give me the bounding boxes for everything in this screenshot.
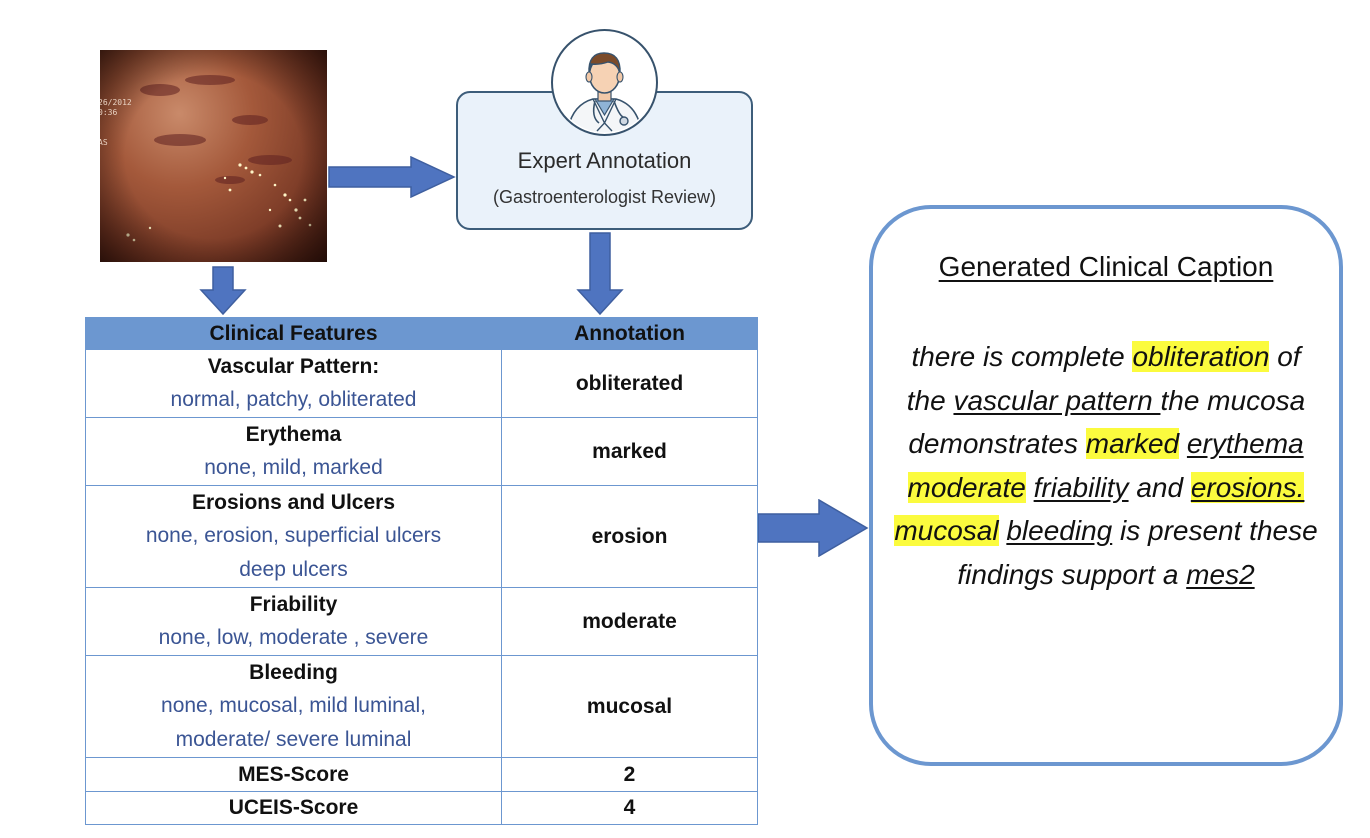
table-row: MES-Score 2 xyxy=(85,757,758,792)
endoscopy-image: 26/2012 0:36 AS xyxy=(100,50,327,262)
feature-name: Bleeding xyxy=(249,661,338,684)
annotation-value: marked xyxy=(501,417,758,486)
caption-segment-plain xyxy=(1026,472,1034,503)
caption-segment-underline: bleeding xyxy=(1006,515,1113,547)
feature-options: deep ulcers xyxy=(239,558,348,581)
score-name: UCEIS-Score xyxy=(85,791,502,825)
caption-segment-highlight: moderate xyxy=(907,471,1026,503)
table-row: Erythema none, mild, marked marked xyxy=(85,417,758,486)
clinical-features-table: Clinical Features Annotation Vascular Pa… xyxy=(85,317,758,825)
header-clinical-features: Clinical Features xyxy=(85,317,502,350)
table-row: UCEIS-Score 4 xyxy=(85,791,758,825)
caption-segment-plain: and xyxy=(1128,471,1191,503)
caption-segment-plain: of the xyxy=(906,341,1301,416)
caption-segment-highlight: marked xyxy=(1085,428,1180,460)
feature-options: none, erosion, superficial ulcers xyxy=(145,524,442,547)
score-name: MES-Score xyxy=(85,757,502,792)
score-value: 4 xyxy=(501,791,758,825)
annotation-value: mucosal xyxy=(501,655,758,758)
feature-cell: Bleeding none, mucosal, mild luminal, mo… xyxy=(85,655,502,758)
caption-title: Generated Clinical Caption xyxy=(938,251,1274,282)
expert-annotation-title: Expert Annotation xyxy=(517,148,692,173)
table-row: Friability none, low, moderate , severe … xyxy=(85,587,758,656)
caption-segment-plain xyxy=(1179,428,1187,459)
feature-name: Erosions and Ulcers xyxy=(191,491,396,514)
image-overlay-text: 26/2012 0:36 AS xyxy=(100,98,132,147)
annotation-value: erosion xyxy=(501,485,758,588)
feature-name: Erythema xyxy=(245,423,342,446)
arrow-right-to-expert xyxy=(328,156,456,198)
caption-segment-highlight: obliteration xyxy=(1132,341,1270,372)
table-row: Erosions and Ulcers none, erosion, super… xyxy=(85,485,758,588)
doctor-icon xyxy=(551,29,658,136)
table-row: Bleeding none, mucosal, mild luminal, mo… xyxy=(85,655,758,758)
header-annotation: Annotation xyxy=(501,317,758,350)
feature-name: Vascular Pattern: xyxy=(207,355,380,378)
caption-segment-underline: friability xyxy=(1033,471,1129,503)
feature-options: normal, patchy, obliterated xyxy=(170,388,417,411)
feature-cell: Erosions and Ulcers none, erosion, super… xyxy=(85,485,502,588)
feature-cell: Friability none, low, moderate , severe xyxy=(85,587,502,656)
annotation-value: obliterated xyxy=(501,349,758,418)
caption-segment-underline: erythema xyxy=(1186,428,1304,460)
feature-options: none, mild, marked xyxy=(204,456,383,479)
caption-segment-underline: vascular pattern xyxy=(953,384,1161,416)
feature-options: moderate/ severe luminal xyxy=(175,728,412,751)
feature-options: none, mucosal, mild luminal, xyxy=(161,694,426,717)
caption-segment-highlight-underline: erosions. xyxy=(1190,471,1305,503)
caption-text: there is complete obliteration of the va… xyxy=(890,335,1322,597)
arrow-right-to-caption xyxy=(757,499,869,557)
caption-segment-plain: the mucosa demonstrates xyxy=(908,384,1306,460)
caption-segment-highlight: mucosal xyxy=(894,515,999,547)
table-header-row: Clinical Features Annotation xyxy=(85,317,758,350)
table-row: Vascular Pattern: normal, patchy, oblite… xyxy=(85,349,758,418)
caption-segment-plain: there is complete xyxy=(911,341,1133,372)
expert-annotation-subtitle: (Gastroenterologist Review) xyxy=(492,187,717,207)
score-value: 2 xyxy=(501,757,758,792)
arrow-down-to-annotation xyxy=(576,232,624,316)
arrow-down-to-table xyxy=(199,266,247,316)
caption-segment-underline: mes2 xyxy=(1186,558,1255,590)
feature-cell: Erythema none, mild, marked xyxy=(85,417,502,486)
feature-name: Friability xyxy=(249,593,338,616)
annotation-value: moderate xyxy=(501,587,758,656)
feature-cell: Vascular Pattern: normal, patchy, oblite… xyxy=(85,349,502,418)
feature-options: none, low, moderate , severe xyxy=(158,626,429,649)
caption-segment-plain: is present these findings support a xyxy=(957,515,1318,590)
